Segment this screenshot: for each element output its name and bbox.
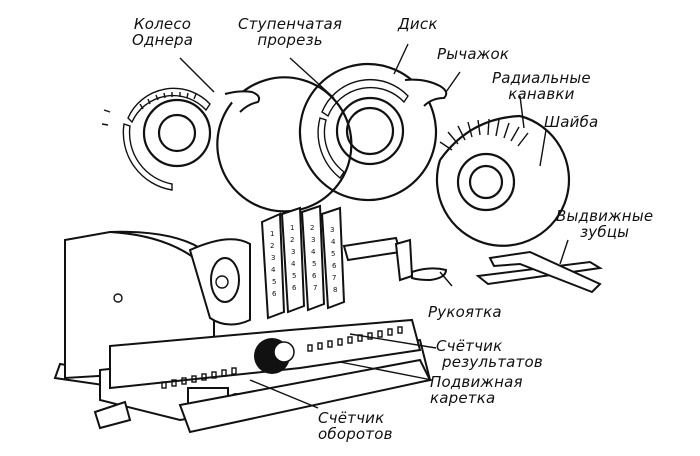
dial-digit: 6 <box>332 262 337 270</box>
dial-digit: 8 <box>333 286 337 294</box>
label-washer: Шайба <box>544 114 598 130</box>
label-lever: Рычажок <box>437 46 509 62</box>
dial-digit: 6 <box>312 272 317 280</box>
label-line: канавки <box>508 85 575 103</box>
leader-lines <box>179 43 569 409</box>
dial-digit: 5 <box>272 278 276 286</box>
dial-digit: 3 <box>311 236 315 244</box>
result-counter-windows <box>307 326 403 352</box>
dial-digit: 1 <box>290 224 294 232</box>
label-movable-carriage: Подвижная каретка <box>430 374 523 406</box>
label-line: Счётчик <box>318 409 385 427</box>
dial-digit: 7 <box>332 274 336 282</box>
odhner-wheel-drawing <box>101 76 353 213</box>
label-line: оборотов <box>318 425 393 443</box>
dial-digit: 6 <box>292 284 297 292</box>
label-line: Однера <box>132 31 194 49</box>
label-odhner-wheel: Колесо Однера <box>132 16 193 48</box>
disk-drawing <box>298 63 448 202</box>
label-line: Рукоятка <box>428 303 502 321</box>
dial-digit: 2 <box>270 242 274 250</box>
label-retractable-teeth: Выдвижные зубцы <box>556 208 653 240</box>
label-stepped-slot: Ступенчатая прорезь <box>238 16 342 48</box>
retractable-teeth-drawing <box>475 250 603 294</box>
setting-levers <box>260 204 346 320</box>
dial-digit: 4 <box>291 260 296 268</box>
dial-digit: 4 <box>311 248 316 256</box>
label-line: Колесо <box>133 15 192 33</box>
dial-digit: 3 <box>330 226 334 234</box>
arithmometer-drawing: 1 2 3 4 5 6 1 2 3 4 5 6 2 3 4 5 6 7 3 4 … <box>53 204 448 434</box>
label-line: Радиальные <box>492 69 591 87</box>
label-line: Ступенчатая <box>238 15 343 33</box>
dial-digit: 2 <box>290 236 294 244</box>
label-line: Подвижная <box>430 373 523 391</box>
dial-digit: 6 <box>272 290 277 298</box>
dial-digit: 4 <box>331 238 336 246</box>
dial-digit: 5 <box>292 272 296 280</box>
dial-digits: 1 2 3 4 5 6 1 2 3 4 5 6 2 3 4 5 6 7 3 4 … <box>270 224 337 298</box>
label-line: Счётчик <box>436 337 503 355</box>
dial-digit: 1 <box>270 230 274 238</box>
label-radial-grooves: Радиальные канавки <box>492 70 591 102</box>
washer-drawing <box>435 114 571 247</box>
dial-digit: 5 <box>312 260 316 268</box>
label-line: Выдвижные <box>556 207 654 225</box>
odhner-wheel-pins <box>101 92 197 126</box>
dial-digit: 3 <box>291 248 295 256</box>
label-result-counter: Счётчик результатов <box>436 338 543 370</box>
label-line: Шайба <box>544 113 599 131</box>
label-revolution-counter: Счётчик оборотов <box>318 410 393 442</box>
revolution-counter-windows <box>161 367 237 389</box>
label-line: каретка <box>430 389 496 407</box>
radial-grooves <box>439 118 529 151</box>
label-handle: Рукоятка <box>428 304 502 320</box>
label-line: Рычажок <box>437 45 510 63</box>
label-line: Диск <box>398 15 438 33</box>
label-line: результатов <box>442 353 543 371</box>
dial-digit: 5 <box>331 250 335 258</box>
label-line: зубцы <box>580 223 630 241</box>
dial-digit: 7 <box>313 284 317 292</box>
dial-digit: 2 <box>310 224 314 232</box>
label-line: прорезь <box>257 31 323 49</box>
label-disk: Диск <box>398 16 438 32</box>
dial-digit: 4 <box>271 266 276 274</box>
dial-digit: 3 <box>271 254 275 262</box>
